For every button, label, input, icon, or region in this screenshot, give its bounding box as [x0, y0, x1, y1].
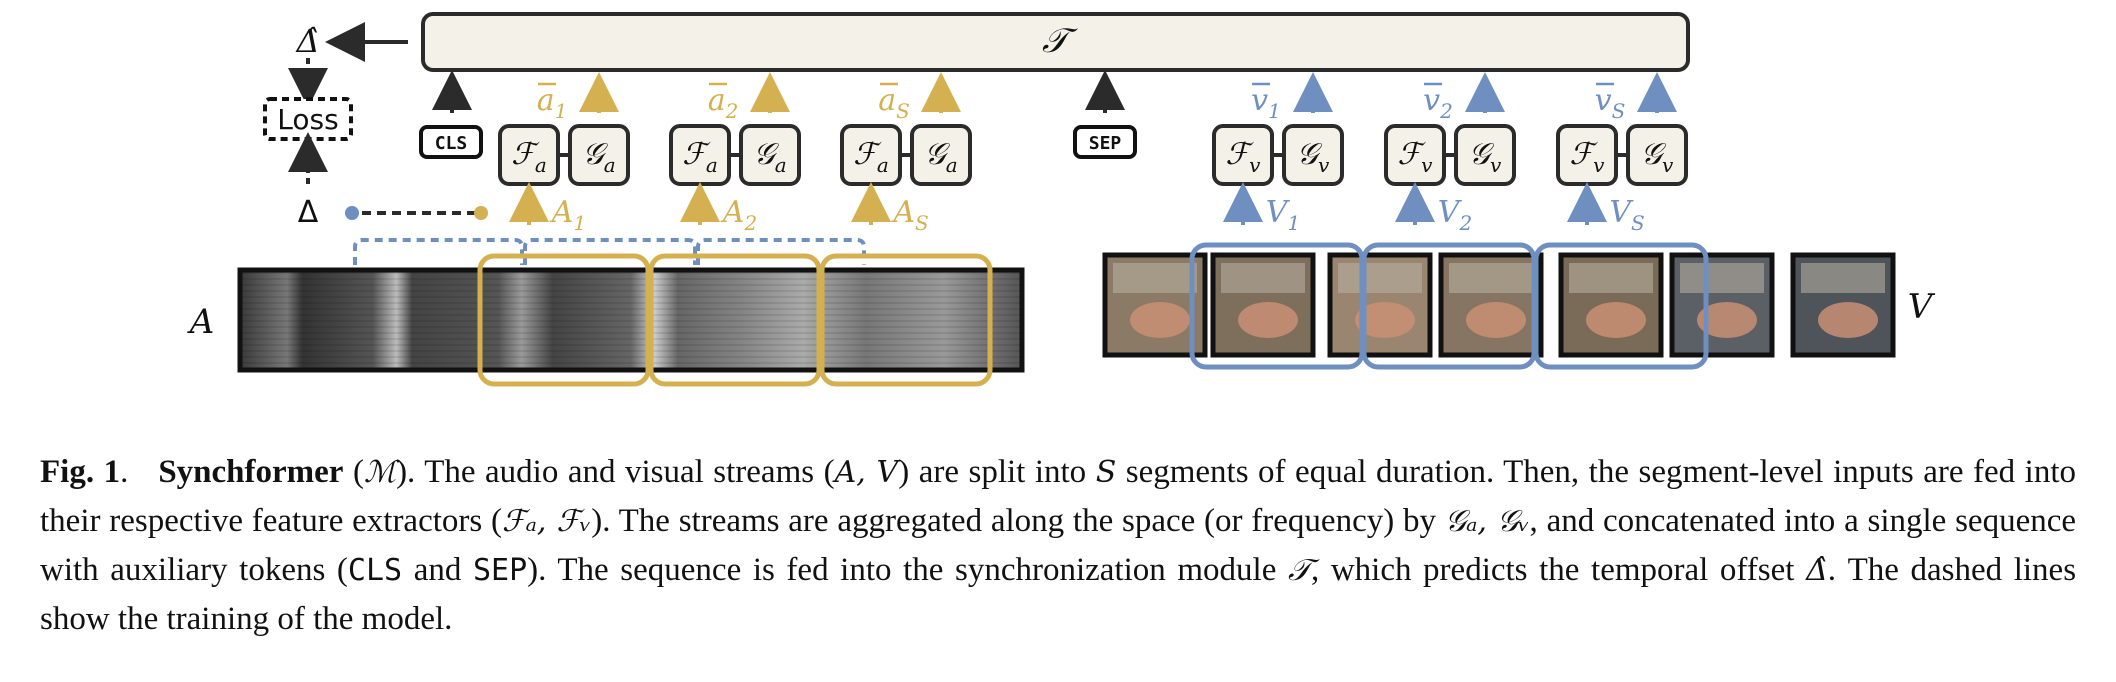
video-frame-background-3 — [1338, 263, 1422, 293]
video-frame-hand-4 — [1466, 302, 1526, 338]
video-input-label-3: VS — [1609, 195, 1644, 235]
video-frame-hand-2 — [1238, 302, 1298, 338]
audio-segment-1 — [477, 253, 651, 387]
delta-label: Δ — [298, 195, 319, 230]
caption-sep: SEP — [472, 553, 528, 588]
caption-av: A, V — [834, 455, 899, 490]
video-frame-5 — [1558, 252, 1664, 358]
caption-ga-gv: 𝒢ₐ, 𝒢ᵥ — [1444, 504, 1530, 539]
audio-stream-label: A — [187, 302, 215, 342]
video-frames — [1102, 252, 1896, 358]
video-frame-7 — [1790, 252, 1896, 358]
audio-segment-brace-2 — [523, 238, 697, 265]
figure-caption: Fig. 1.Synchformer (ℳ). The audio and vi… — [40, 454, 2077, 637]
delta-hat-label: Δ̂ — [294, 22, 319, 60]
video-frame-hand-6 — [1697, 302, 1757, 338]
caption-delta-hat: Δ̂ — [1806, 553, 1828, 588]
video-output-label-2: v2 — [1423, 83, 1453, 123]
offset-dot-blue — [345, 206, 359, 220]
video-frame-background-5 — [1569, 263, 1653, 293]
audio-input-label-1: A1 — [549, 195, 586, 235]
caption-s: S — [1095, 455, 1117, 490]
video-segment-3 — [1533, 242, 1709, 370]
caption-title: Synchformer — [158, 454, 344, 490]
video-input-label-2: V2 — [1438, 195, 1472, 235]
video-frame-3 — [1327, 252, 1433, 358]
video-frame-6 — [1669, 252, 1775, 358]
sep-token-label: SEP — [1089, 133, 1122, 154]
video-frame-background-1 — [1113, 263, 1197, 293]
caption-text-2: ) are split into — [898, 454, 1087, 490]
cls-token — [419, 125, 483, 159]
caption-text-4: ). The streams are aggregated along the … — [591, 503, 1436, 539]
video-output-label-1: v1 — [1251, 83, 1281, 123]
video-aggregator-label-1: 𝒢v — [1297, 137, 1330, 177]
caption-text-3: segments of equal duration. Then, the se… — [40, 454, 2077, 539]
caption-cls: CLS — [347, 553, 403, 588]
caption-text-1: The audio and visual streams ( — [424, 454, 835, 490]
audio-output-label-3: aS — [878, 83, 910, 123]
audio-segment-2 — [648, 253, 822, 387]
video-frame-2 — [1210, 252, 1316, 358]
audio-input-label-3: AS — [890, 195, 928, 235]
caption-t-symbol: 𝒯 — [1287, 553, 1311, 588]
caption-fig-label: Fig. 1 — [40, 454, 121, 490]
sep-token — [1073, 125, 1137, 159]
video-stream-label: V — [1908, 287, 1936, 327]
video-frame-background-7 — [1801, 263, 1885, 293]
audio-segment-brace-3 — [696, 238, 866, 265]
video-frame-1 — [1102, 252, 1208, 358]
video-frame-background-4 — [1449, 263, 1533, 293]
transformer-box — [421, 12, 1690, 72]
video-frame-4 — [1438, 252, 1544, 358]
audio-segment-3 — [819, 253, 993, 387]
caption-text-7: , which predicts the temporal offset — [1310, 552, 1795, 588]
cls-token-label: CLS — [435, 133, 468, 154]
offset-dot-gold — [474, 206, 488, 220]
video-frame-hand-7 — [1818, 302, 1878, 338]
video-frame-background-2 — [1221, 263, 1305, 293]
video-frame-hand-3 — [1355, 302, 1415, 338]
audio-segment-brace-1 — [353, 238, 524, 265]
caption-text-and: and — [413, 552, 462, 588]
video-frame-hand-1 — [1130, 302, 1190, 338]
video-output-label-3: vS — [1595, 83, 1626, 123]
caption-text-8: . The dashed lines show the training of … — [40, 552, 2077, 637]
caption-text-6: ). The sequence is fed into the synchron… — [527, 552, 1277, 588]
loss-label: Loss — [277, 103, 338, 136]
caption-text-5: , and concatenated into a single sequenc… — [40, 503, 2077, 588]
caption-model-symbol: ℳ — [363, 455, 397, 490]
video-frame-hand-5 — [1586, 302, 1646, 338]
audio-output-label-1: a1 — [537, 83, 568, 123]
caption-fa-fv: ℱₐ, ℱᵥ — [502, 504, 592, 539]
audio-input-label-2: A2 — [720, 195, 757, 235]
audio-spectrogram-texture — [242, 272, 1020, 368]
video-input-label-1: V1 — [1266, 195, 1300, 235]
video-frame-background-6 — [1680, 263, 1764, 293]
audio-output-label-2: a2 — [708, 83, 739, 123]
